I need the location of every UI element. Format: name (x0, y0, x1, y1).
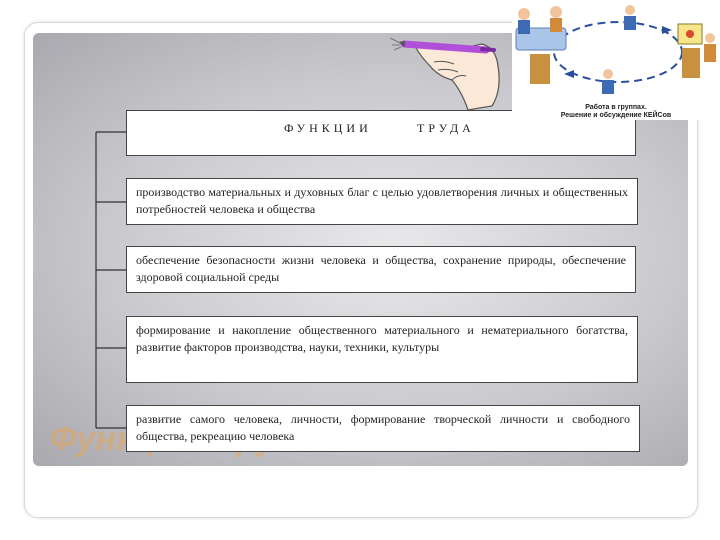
diagram-connector (95, 131, 130, 431)
pen-in-hand-icon (389, 37, 500, 111)
person-icon (602, 69, 614, 94)
presentation-board-icon (677, 23, 716, 78)
diagram-header: ФУНКЦИИ ТРУДА (126, 110, 636, 156)
cycle-arrows-icon (515, 5, 716, 94)
function-box-human-development: развитие самого человека, личности, форм… (126, 405, 640, 452)
header-word-functions: ФУНКЦИИ (284, 121, 372, 135)
function-box-production: производство материальных и духовных бла… (126, 178, 638, 225)
person-icon (624, 5, 636, 30)
header-word-labor: ТРУДА (417, 121, 475, 135)
function-box-wealth: формирование и накопление общественного … (126, 316, 638, 383)
function-box-safety: обеспечение безопасности жизни человека … (126, 246, 636, 293)
illustration-caption: Работа в группах. Решение и обсуждение К… (512, 104, 720, 120)
people-at-table-icon (515, 6, 567, 84)
caption-line-2: Решение и обсуждение КЕЙСов (560, 112, 672, 119)
caption-line-1: Работа в группах. (585, 104, 647, 111)
group-work-illustration: Работа в группах. Решение и обсуждение К… (512, 0, 720, 120)
